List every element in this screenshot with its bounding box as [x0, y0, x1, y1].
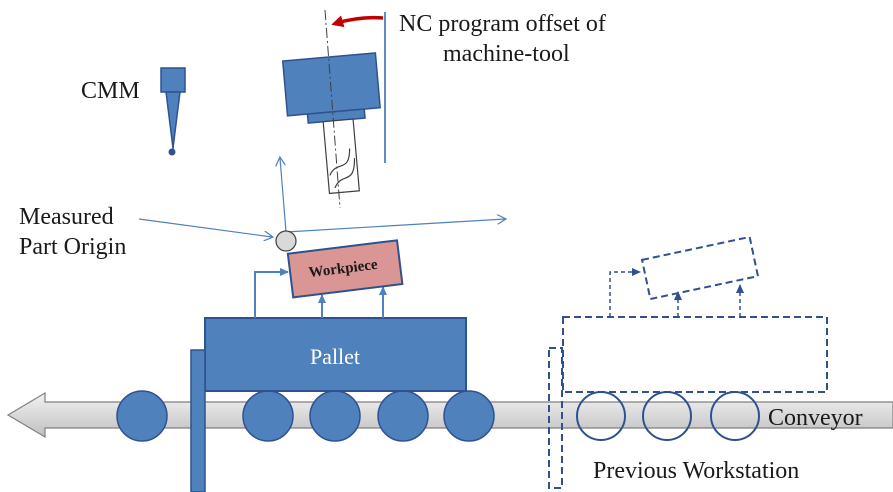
pallet-label: Pallet	[310, 344, 360, 369]
cmm-probe-icon	[160, 67, 186, 156]
pallet-stop	[190, 349, 206, 492]
part-x-axis	[285, 219, 505, 233]
workpiece	[286, 239, 404, 299]
measured-origin-label-line2: Part Origin	[19, 234, 126, 260]
origin-circle-icon	[275, 230, 297, 252]
ghost-pallet	[562, 316, 828, 393]
nc-offset-label-line2: machine-tool	[443, 41, 570, 67]
part-z-axis	[280, 158, 287, 233]
ghost-locator-arrow-1	[609, 268, 641, 317]
ghost-roller	[710, 391, 760, 441]
spindle-axis-line	[324, 9, 341, 209]
cmm-label: CMM	[81, 78, 140, 104]
rollers	[116, 390, 495, 442]
nc-offset-label-line1: NC program offset of	[399, 11, 606, 37]
ghost-roller	[642, 391, 692, 441]
roller	[443, 390, 495, 442]
ghost-roller	[576, 391, 626, 441]
previous-workstation-label: Previous Workstation	[593, 458, 799, 484]
ghost-pallet-stop	[548, 347, 563, 489]
previous-workstation	[548, 235, 828, 489]
roller	[309, 390, 361, 442]
locator-arrow-1	[254, 268, 289, 318]
measured-origin-label-line1: Measured	[19, 204, 114, 230]
nc-offset-arrow	[331, 15, 384, 28]
origin-callout-arrow	[138, 218, 272, 237]
roller	[242, 390, 294, 442]
roller	[116, 390, 168, 442]
roller	[377, 390, 429, 442]
machine-tool-spindle-icon	[281, 9, 381, 209]
ghost-workpiece	[640, 235, 760, 301]
conveyor-label: Conveyor	[768, 405, 863, 431]
